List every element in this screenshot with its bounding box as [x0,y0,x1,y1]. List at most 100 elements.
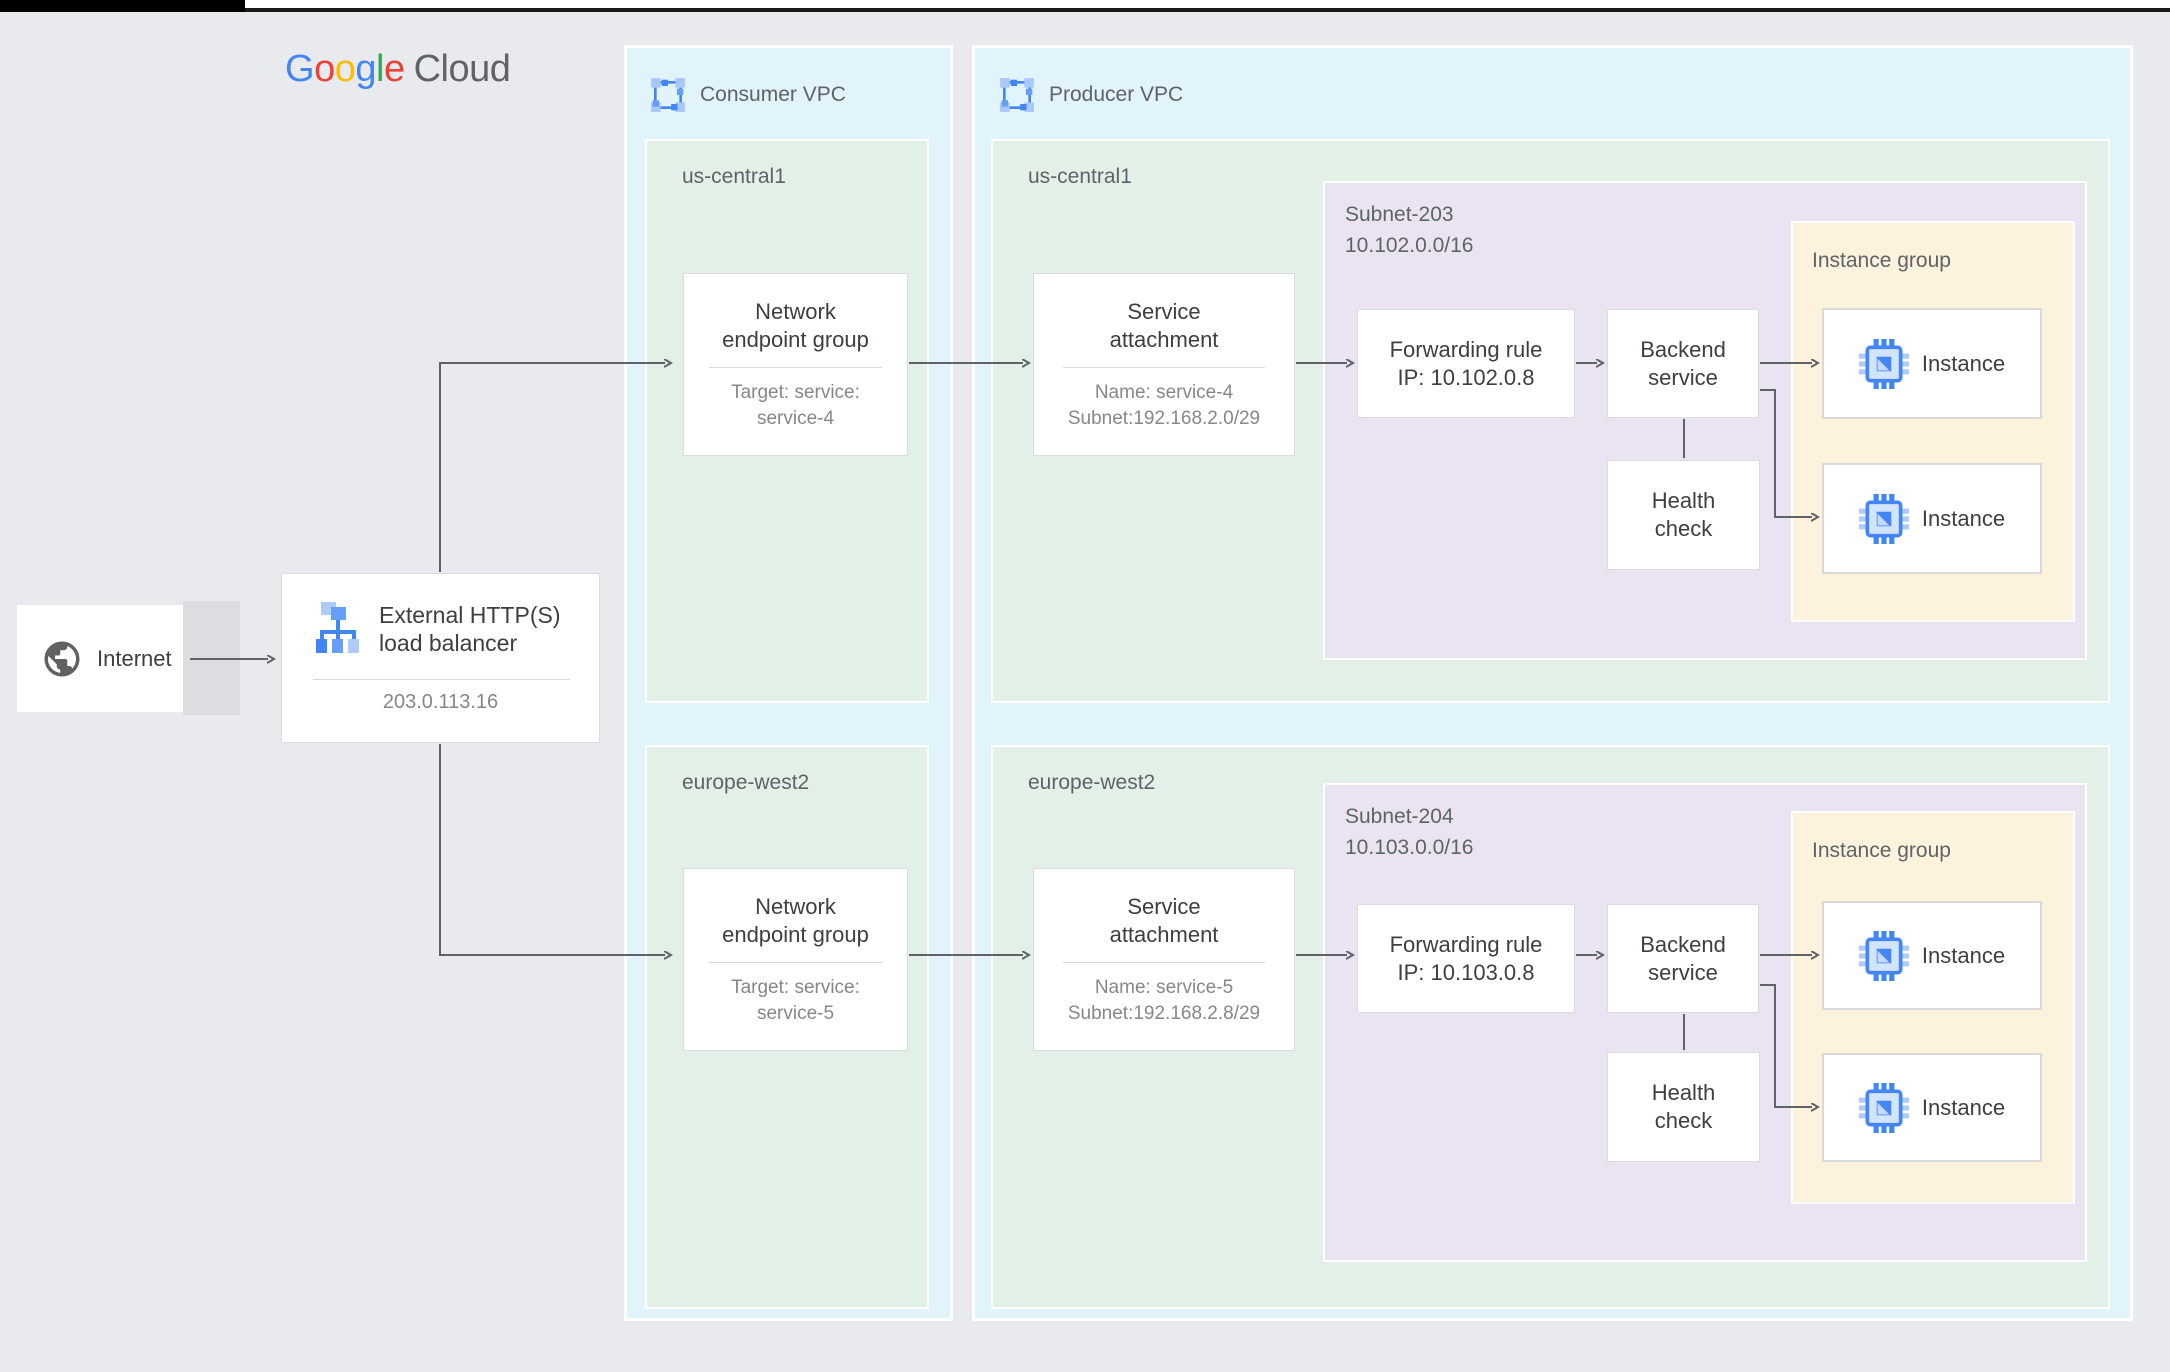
instance-label: Instance [1921,505,2006,531]
health-check-bottom: Health check [1607,1052,1760,1162]
sa-title-line1: Service [1127,298,1201,324]
forwarding-rule-ip: IP: 10.103.0.8 [1397,959,1535,985]
health-check-label-line1: Health [1651,1080,1716,1105]
service-attachment-bottom: Service attachment Name: service-5 Subne… [1033,868,1295,1051]
backend-service-top: Backend service [1607,309,1759,418]
forwarding-rule-top: Forwarding rule IP: 10.102.0.8 [1357,309,1575,418]
sa-title-line2: attachment [1109,326,1219,352]
service-attachment-top: Service attachment Name: service-4 Subne… [1033,273,1295,456]
subnet-label: Subnet-203 10.102.0.0/16 [1345,199,1473,261]
instance-node: Instance [1822,1053,2042,1162]
producer-vpc-label: Producer VPC [1049,83,1184,106]
top-white-strip [245,0,2170,8]
top-left-black-bar [0,0,245,12]
load-balancer-ip: 203.0.113.16 [382,691,499,713]
neg-target: Target: service: service-4 [731,380,860,432]
load-balancer-title-line1: External HTTP(S) [379,602,561,628]
consumer-vpc-label: Consumer VPC [700,83,846,106]
load-balancer-title-line2: load balancer [379,630,518,656]
instance-group-label: Instance group [1812,249,1951,272]
load-balancer-icon [316,602,359,653]
neg-target-line1: Target: service: [731,381,860,403]
neg-title: Network endpoint group [722,893,869,949]
load-balancer-row: External HTTP(S) load balancer [314,601,560,657]
forwarding-rule-ip: IP: 10.102.0.8 [1397,364,1535,390]
logo-letter: g [355,48,376,90]
sa-name: Name: service-4 [1094,381,1234,403]
service-attachment-title: Service attachment [1110,893,1219,949]
internet-box-shadow [183,601,240,715]
neg-target: Target: service: service-5 [731,975,860,1027]
neg-title-line1: Network [755,298,836,324]
divider [1062,961,1266,963]
divider [313,679,570,680]
consumer-vpc-container: Consumer VPC us-central1 europe-west2 [624,45,953,1321]
logo-letter: l [375,48,384,90]
logo-letter: G [285,48,315,90]
internet-label: Internet [97,645,172,671]
backend-service-label-line2: service [1648,364,1718,390]
neg-title-line2: endpoint group [722,921,869,947]
backend-service-label-line1: Backend [1640,931,1726,957]
region-label: europe-west2 [1028,771,1156,794]
consumer-vpc-header: Consumer VPC [649,76,846,114]
subnet-cidr: 10.103.0.0/16 [1345,836,1474,859]
health-check-label-line1: Health [1651,488,1716,513]
sa-title-line1: Service [1127,893,1201,919]
neg-title: Network endpoint group [722,298,869,354]
internet-node: Internet [17,605,183,712]
vpc-network-icon [651,78,685,112]
service-attachment-details: Name: service-5 Subnet:192.168.2.8/29 [1068,975,1260,1027]
instance-group-label: Instance group [1812,839,1951,862]
compute-instance-icon [1858,930,1909,981]
instance-node: Instance [1822,463,2042,574]
network-endpoint-group-top: Network endpoint group Target: service: … [683,273,908,456]
region-label: us-central1 [1028,165,1132,188]
instance-label: Instance [1921,350,2006,376]
neg-title-line1: Network [755,893,836,919]
compute-instance-icon [1858,1082,1909,1133]
logo-letter: o [314,48,335,90]
logo-cloud-text: Cloud [413,48,511,90]
sa-title-line2: attachment [1109,921,1219,947]
instance-node: Instance [1822,901,2042,1010]
subnet-name: Subnet-203 [1345,203,1454,226]
forwarding-rule-bottom: Forwarding rule IP: 10.103.0.8 [1357,904,1575,1013]
sa-subnet: Subnet:192.168.2.0/29 [1067,407,1261,429]
instance-node: Instance [1822,308,2042,419]
logo-letter: e [383,48,405,90]
forwarding-rule-label: Forwarding rule [1389,931,1543,957]
neg-target-line2: service-4 [756,407,835,429]
subnet-label: Subnet-204 10.103.0.0/16 [1345,801,1473,863]
logo-letter: o [334,48,356,90]
region-label: us-central1 [682,165,786,188]
compute-instance-icon [1858,338,1909,389]
vpc-network-icon [1000,78,1034,112]
producer-vpc-header: Producer VPC [998,76,1183,114]
health-check-top: Health check [1607,460,1760,570]
globe-icon [44,641,80,676]
load-balancer-node: External HTTP(S) load balancer 203.0.113… [281,573,600,743]
load-balancer-title: External HTTP(S) load balancer [379,601,560,657]
health-check-label-line2: check [1654,1108,1713,1133]
instance-label: Instance [1921,942,2006,968]
backend-service-bottom: Backend service [1607,904,1759,1013]
subnet-cidr: 10.102.0.0/16 [1345,234,1474,257]
compute-instance-icon [1858,493,1909,544]
divider [708,366,883,368]
sa-name: Name: service-5 [1094,976,1234,998]
backend-service-label-line2: service [1648,959,1718,985]
service-attachment-details: Name: service-4 Subnet:192.168.2.0/29 [1068,380,1260,432]
top-black-line [245,8,2170,12]
divider [1062,366,1266,368]
service-attachment-title: Service attachment [1110,298,1219,354]
network-endpoint-group-bottom: Network endpoint group Target: service: … [683,868,908,1051]
instance-label: Instance [1921,1094,2006,1120]
backend-service-label-line1: Backend [1640,336,1726,362]
region-label: europe-west2 [682,771,810,794]
health-check-label-line2: check [1654,516,1713,541]
neg-target-line1: Target: service: [731,976,860,998]
divider [708,961,883,963]
